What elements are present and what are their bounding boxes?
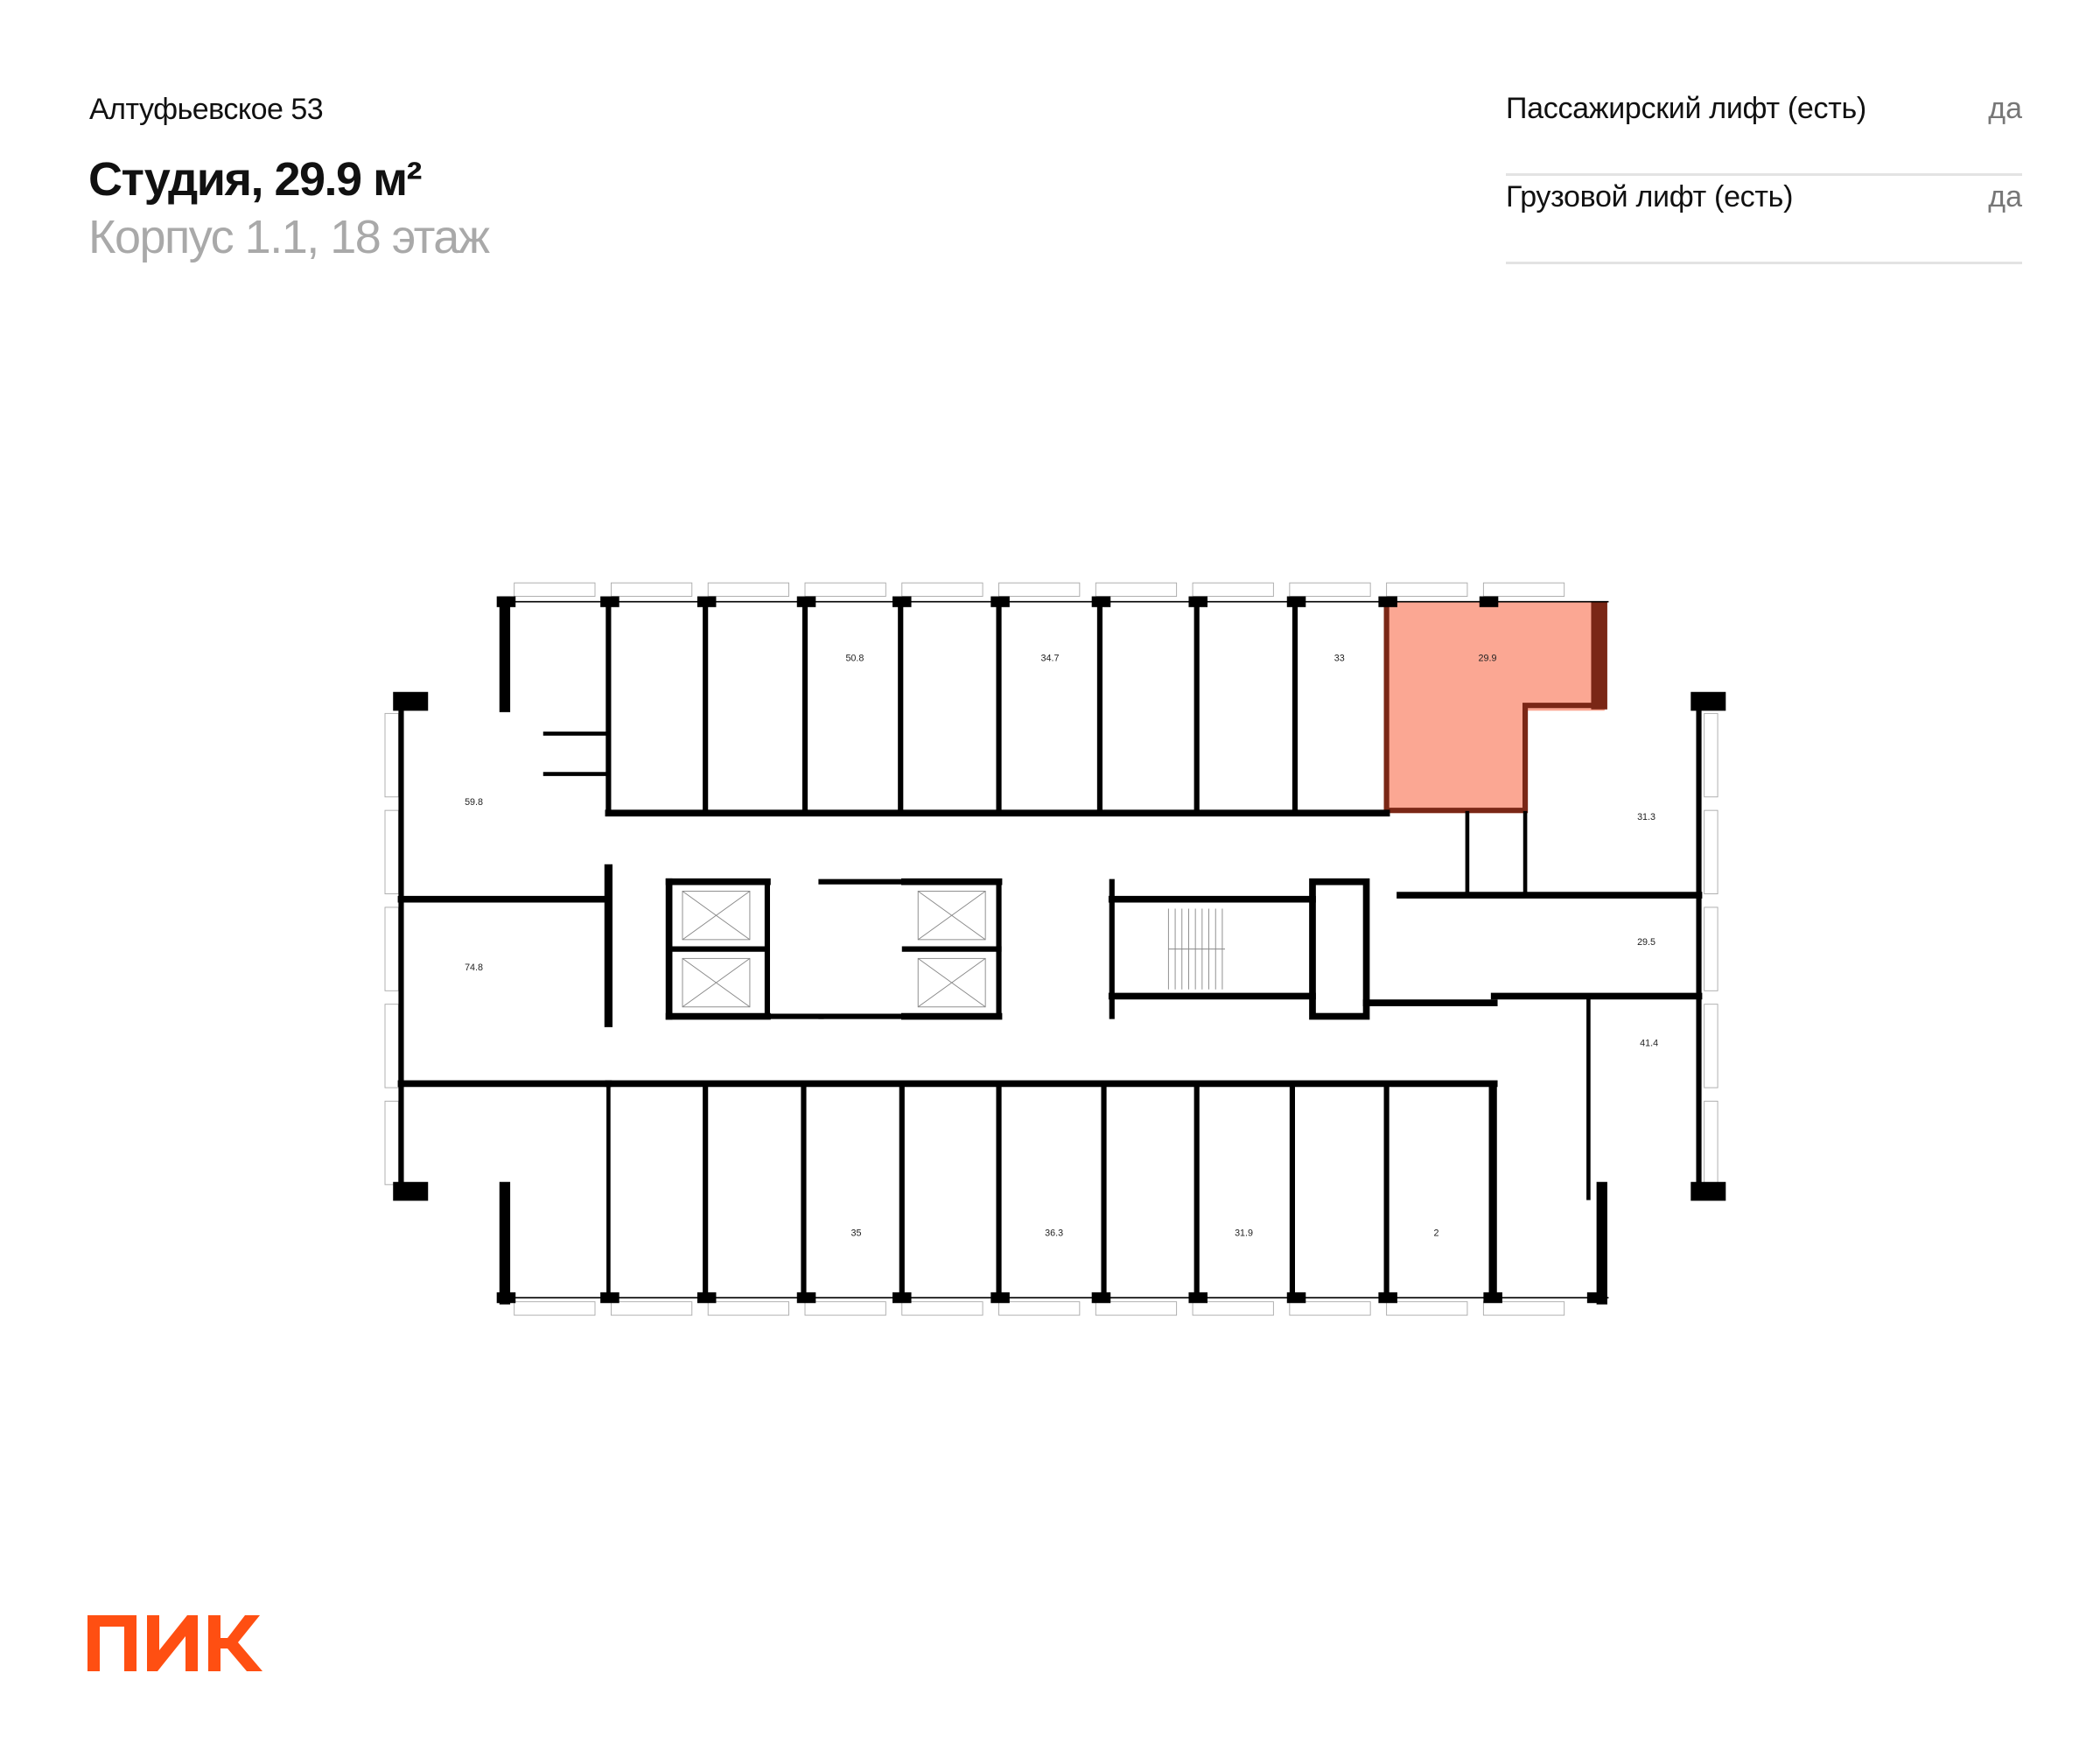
apartment-title: Студия, 29.9 м²: [88, 153, 423, 206]
unit-area-label: 36.3: [1045, 1228, 1063, 1238]
unit-area-label: 31.9: [1235, 1228, 1253, 1238]
unit-labels: 50.8 34.7 33 29.9 59.8 31.3 29.5 74.8 41.4 35 36.3…: [465, 653, 1658, 1238]
building-floor: Корпус 1.1, 18 этаж: [88, 211, 490, 263]
feature-freight-lift: Грузовой лифт (есть) да: [1506, 163, 2022, 264]
elevator-icon: [682, 891, 751, 941]
feature-passenger-lift: Пассажирский лифт (есть) да: [1506, 74, 2022, 176]
window: [1704, 1101, 1718, 1186]
window: [1482, 582, 1565, 598]
unit-area-label: 29.5: [1637, 937, 1656, 948]
window: [1704, 809, 1718, 895]
elevator-icon: [917, 958, 986, 1008]
windows: [384, 582, 1718, 1316]
unit-area-label: 2: [1434, 1228, 1439, 1238]
window: [1704, 712, 1718, 798]
window: [611, 582, 693, 598]
walls: [393, 596, 1726, 1305]
feature-value: да: [1988, 92, 2022, 125]
unit-area-label: 74.8: [465, 962, 483, 973]
window: [1095, 1301, 1178, 1316]
unit-area-label: 33: [1334, 653, 1345, 663]
window: [901, 1301, 984, 1316]
window: [384, 712, 399, 798]
window: [1386, 582, 1468, 598]
window: [1095, 582, 1178, 598]
selected-apartment-wall: [1591, 601, 1607, 710]
window: [1289, 582, 1371, 598]
elevator-icon: [917, 957, 986, 1008]
corner-pier: [1690, 691, 1726, 711]
corner-pier: [393, 1181, 429, 1201]
unit-area-label: 59.8: [465, 797, 483, 808]
corner-pier: [1690, 1181, 1726, 1201]
elevator-icon: [682, 958, 751, 1008]
window: [384, 809, 399, 895]
unit-area-label: 50.8: [845, 653, 864, 663]
window: [611, 1301, 693, 1316]
project-name: Алтуфьевское 53: [89, 93, 324, 126]
unit-area-label: 29.9: [1479, 653, 1497, 663]
unit-area-label: 31.3: [1637, 812, 1656, 822]
unit-area-label: 34.7: [1041, 653, 1060, 663]
window: [1704, 906, 1718, 991]
window: [901, 582, 984, 598]
feature-label: Пассажирский лифт (есть): [1506, 92, 1866, 125]
window: [1482, 1301, 1565, 1316]
window: [707, 1301, 790, 1316]
window: [804, 1301, 886, 1316]
window: [1192, 582, 1274, 598]
window: [1192, 1301, 1274, 1316]
window: [1289, 1301, 1371, 1316]
window: [707, 582, 790, 598]
elevator-icon: [917, 891, 986, 941]
window: [384, 1101, 399, 1186]
window: [998, 582, 1081, 598]
elevator-icon: [917, 891, 986, 941]
shaft: [1309, 878, 1370, 1020]
elevator-icon: [682, 957, 751, 1008]
feature-label: Грузовой лифт (есть): [1506, 180, 1794, 214]
feature-value: да: [1988, 180, 2022, 214]
window: [804, 582, 886, 598]
selected-apartment[interactable]: [1386, 601, 1605, 814]
window: [384, 1004, 399, 1088]
pik-logo: [88, 1615, 262, 1671]
unit-area-label: 35: [850, 1228, 861, 1238]
window: [514, 582, 596, 598]
window: [384, 906, 399, 991]
unit-area-label: 41.4: [1640, 1038, 1658, 1048]
window: [514, 1301, 596, 1316]
corner-pier: [393, 691, 429, 711]
window: [1386, 1301, 1468, 1316]
window: [998, 1301, 1081, 1316]
elevator-icon: [682, 891, 751, 941]
window: [1704, 1004, 1718, 1088]
fixtures: [682, 891, 1225, 1008]
